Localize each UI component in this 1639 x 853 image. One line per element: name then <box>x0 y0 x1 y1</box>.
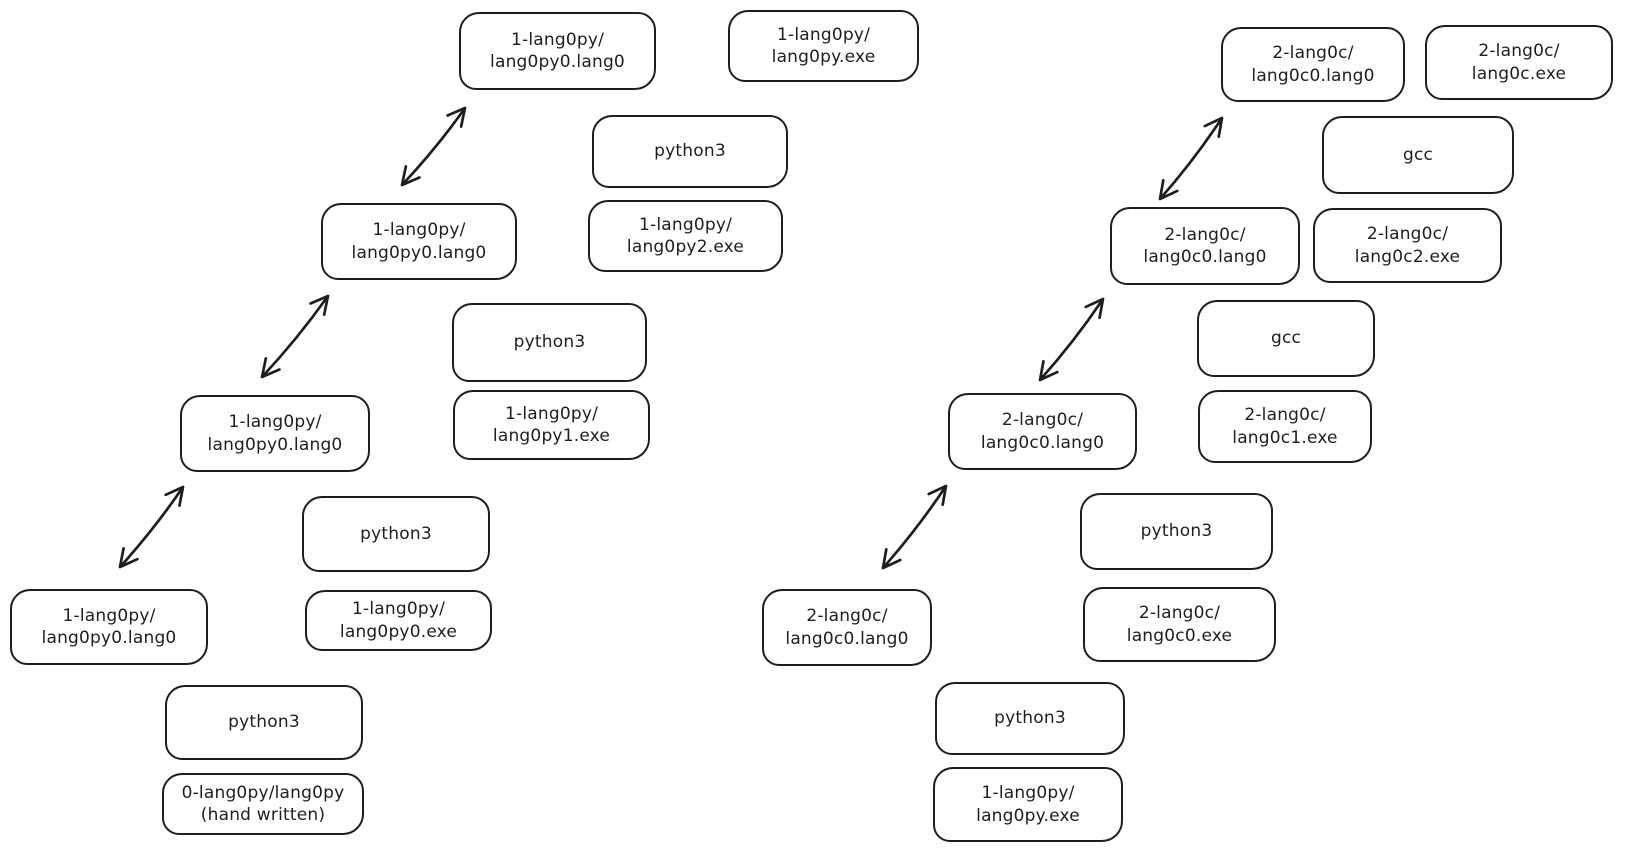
node-l1-src: 1-lang0py/lang0py0.lang0 <box>10 589 208 665</box>
node-label: lang0py0.lang0 <box>207 434 343 455</box>
node-label: python3 <box>360 523 432 544</box>
bidirectional-arrow-a2 <box>260 294 330 379</box>
node-label: python3 <box>654 141 726 162</box>
node-label: lang0py0.lang0 <box>351 242 487 263</box>
node-l4-out: 1-lang0py/lang0py2.exe <box>588 200 783 272</box>
node-label: 1-lang0py/ <box>638 214 733 235</box>
node-label: lang0py.exe <box>976 805 1080 826</box>
node-l1-runner: python3 <box>165 685 363 760</box>
node-r4-src: 2-lang0c/lang0c0.lang0 <box>1221 27 1405 102</box>
node-label: lang0c0.lang0 <box>785 628 909 649</box>
node-r1-in: 1-lang0py/lang0py.exe <box>933 767 1123 842</box>
node-label: 1-lang0py/ <box>504 403 599 424</box>
node-l4-src: 1-lang0py/lang0py0.lang0 <box>459 12 656 90</box>
node-l3-src: 1-lang0py/lang0py0.lang0 <box>321 203 517 280</box>
node-l0-hand: 0-lang0py/lang0py(hand written) <box>162 773 364 835</box>
node-label: 2-lang0c/ <box>1366 224 1449 245</box>
node-r2-src: 2-lang0c/lang0c0.lang0 <box>948 393 1137 470</box>
node-label: (hand written) <box>200 805 326 825</box>
node-l3-runner: python3 <box>452 303 647 382</box>
node-r3-out: 2-lang0c/lang0c1.exe <box>1198 390 1372 463</box>
node-label: 2-lang0c/ <box>1138 603 1221 624</box>
bidirectional-arrow-a4 <box>881 484 948 570</box>
bidirectional-arrow-a5 <box>1038 297 1105 382</box>
node-r2-runner: python3 <box>1080 493 1273 570</box>
node-label: lang0py0.exe <box>339 621 458 642</box>
bidirectional-arrow-a6 <box>1158 116 1224 201</box>
node-l-final: 1-lang0py/lang0py.exe <box>728 10 919 82</box>
node-label: 2-lang0c/ <box>1164 224 1246 245</box>
node-label: python3 <box>228 712 300 733</box>
node-label: 2-lang0c/ <box>1244 405 1326 426</box>
node-r1-runner: python3 <box>935 682 1125 755</box>
node-label: gcc <box>1402 144 1434 165</box>
node-r2-out: 2-lang0c/lang0c0.exe <box>1083 587 1276 662</box>
node-r3-src: 2-lang0c/lang0c0.lang0 <box>1110 207 1300 285</box>
node-label: gcc <box>1270 328 1302 349</box>
bidirectional-arrow-a1 <box>118 485 185 569</box>
node-label: 1-lang0py/ <box>776 24 871 45</box>
node-r1-src: 2-lang0c/lang0c0.lang0 <box>762 589 932 666</box>
node-r4-out: 2-lang0c/lang0c2.exe <box>1313 208 1502 283</box>
node-label: lang0c.exe <box>1471 63 1567 84</box>
node-l2-out: 1-lang0py/lang0py0.exe <box>305 590 492 651</box>
node-label: lang0c0.lang0 <box>1143 247 1267 267</box>
node-label: 1-lang0py/ <box>228 412 322 433</box>
node-label: lang0c1.exe <box>1232 427 1338 448</box>
node-label: 2-lang0c/ <box>806 606 888 627</box>
node-label: lang0py0.lang0 <box>490 52 625 72</box>
node-l3-out: 1-lang0py/lang0py1.exe <box>453 390 650 460</box>
node-label: 1-lang0py/ <box>351 599 446 620</box>
node-label: 1-lang0py/ <box>372 220 466 241</box>
node-l4-runner: python3 <box>592 115 788 188</box>
node-label: 2-lang0c/ <box>1478 41 1560 62</box>
node-label: lang0py1.exe <box>492 426 611 446</box>
node-r3-runner: gcc <box>1197 300 1375 377</box>
node-label: python3 <box>1140 521 1213 542</box>
node-label: 1-lang0py/ <box>62 605 156 626</box>
node-label: lang0c0.lang0 <box>980 432 1105 453</box>
node-label: lang0c0.exe <box>1126 625 1233 646</box>
node-label: 2-lang0c/ <box>1272 43 1354 64</box>
node-label: lang0py0.lang0 <box>41 628 177 648</box>
node-r-final: 2-lang0c/lang0c.exe <box>1425 25 1613 100</box>
bidirectional-arrow-a3 <box>400 106 467 187</box>
node-r4-runner: gcc <box>1322 116 1514 194</box>
node-label: 1-lang0py/ <box>510 29 605 50</box>
node-label: 1-lang0py/ <box>981 783 1075 804</box>
node-label: 2-lang0c/ <box>1001 410 1084 431</box>
node-label: lang0py2.exe <box>626 237 745 257</box>
node-label: lang0c2.exe <box>1354 246 1461 267</box>
node-label: lang0py.exe <box>771 47 876 67</box>
node-label: lang0c0.lang0 <box>1251 65 1375 86</box>
node-label: python3 <box>513 332 586 353</box>
node-l2-runner: python3 <box>302 496 490 572</box>
node-l2-src: 1-lang0py/lang0py0.lang0 <box>180 395 370 472</box>
node-label: 0-lang0py/lang0py <box>181 782 345 803</box>
node-label: python3 <box>994 708 1066 729</box>
